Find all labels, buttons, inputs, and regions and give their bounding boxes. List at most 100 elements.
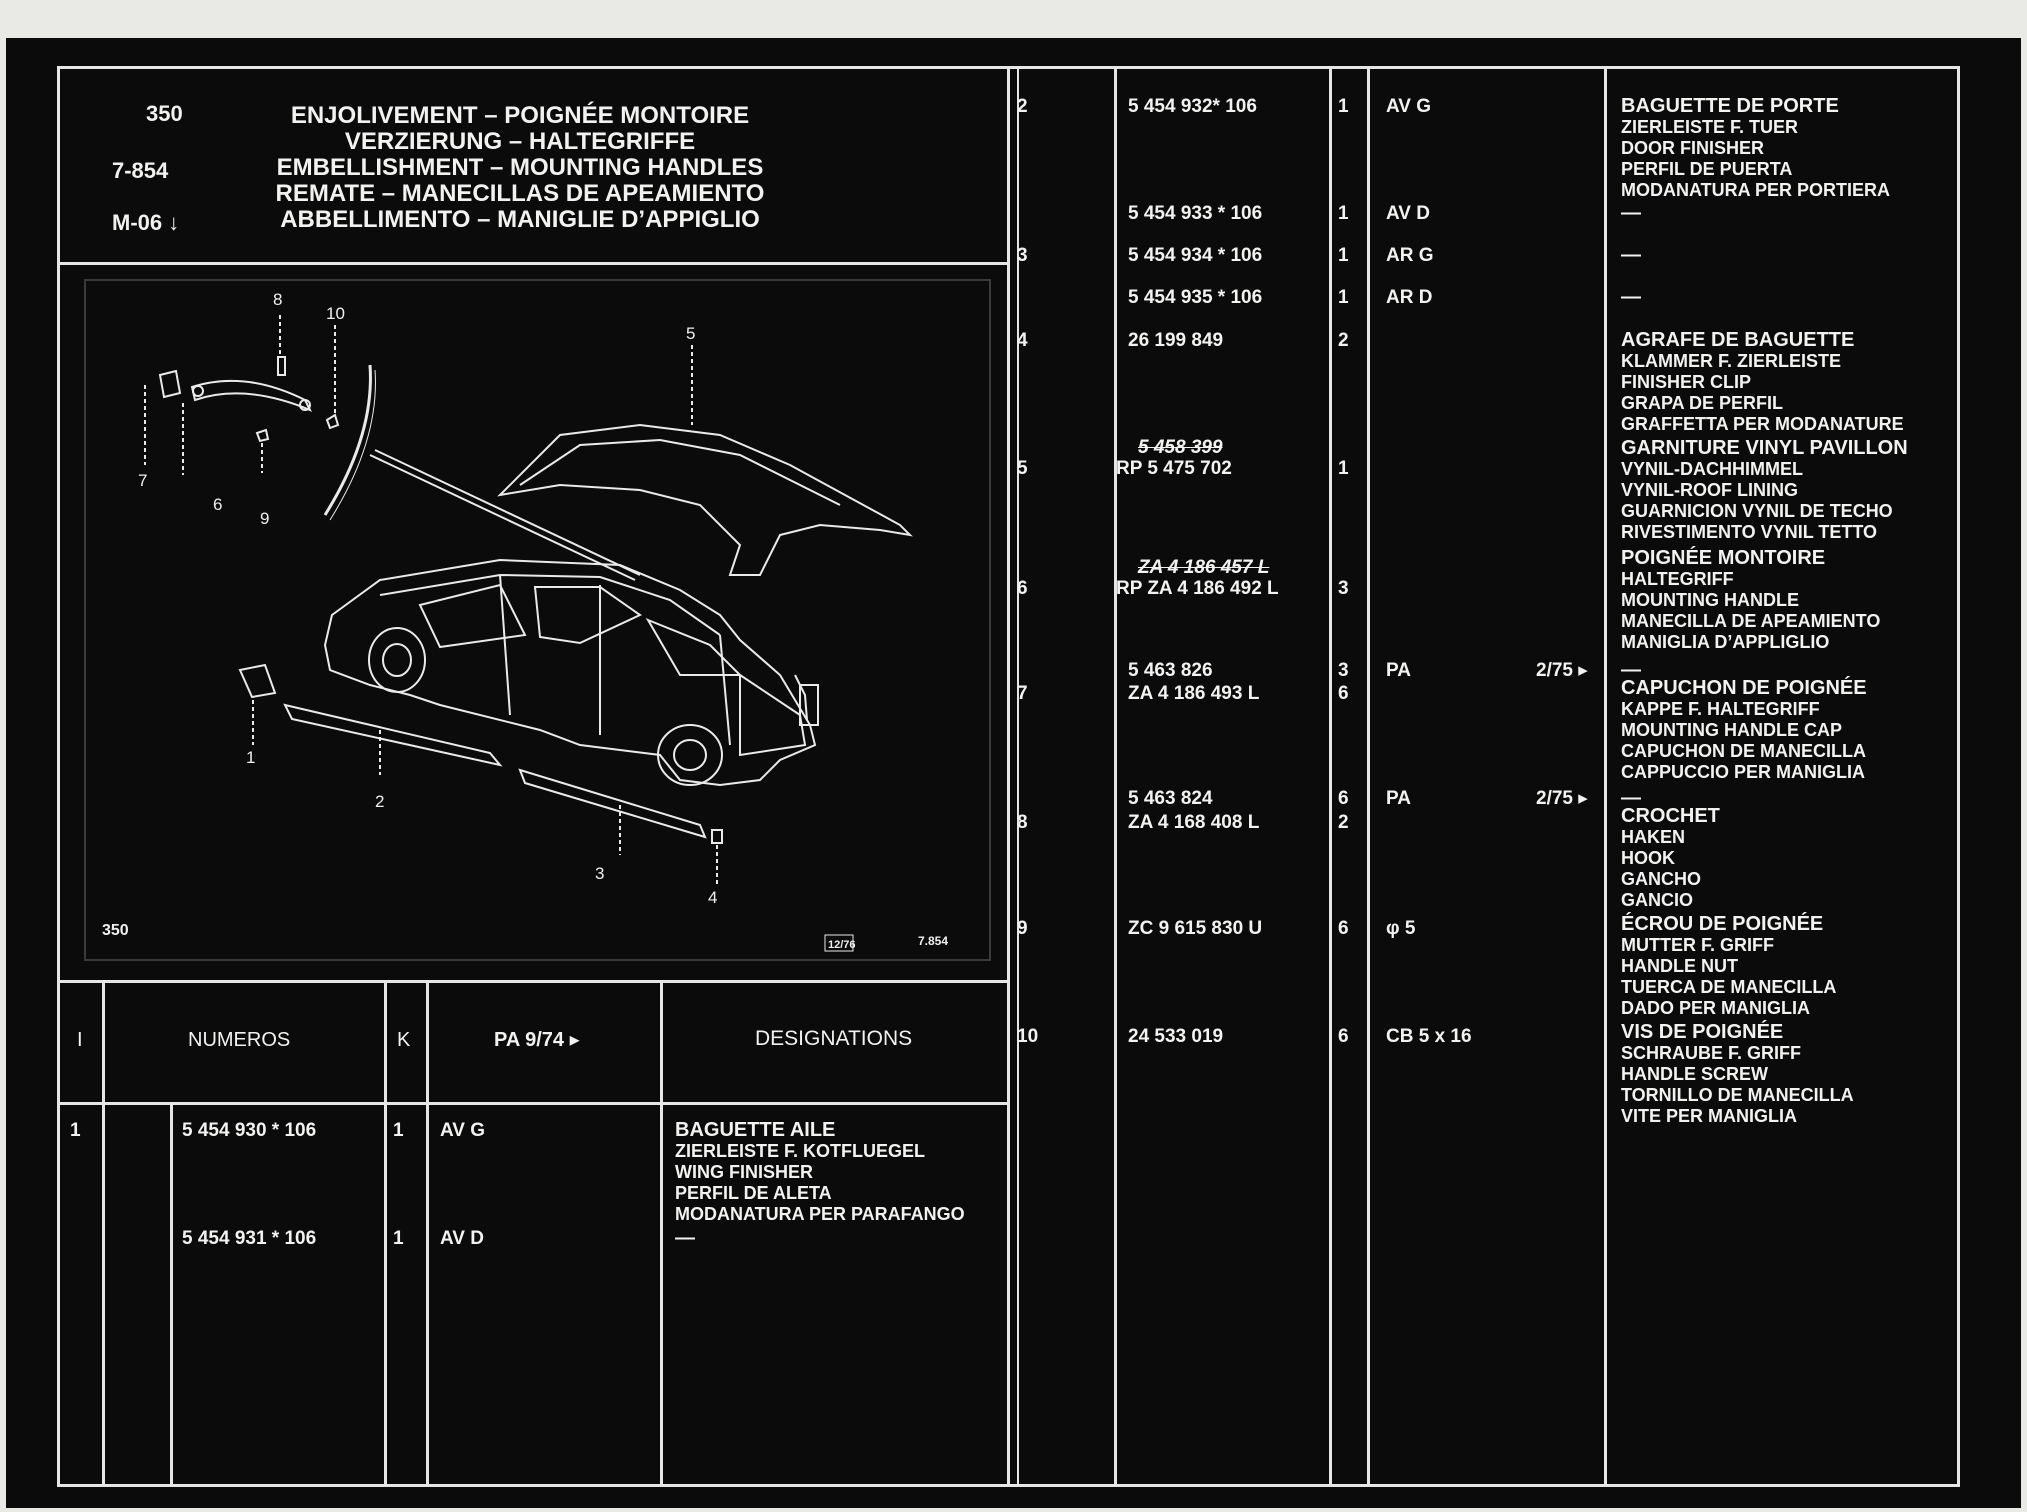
title-fr: ENJOLIVEMENT – POIGNÉE MONTOIRE xyxy=(290,102,750,129)
designation-line: HAKEN xyxy=(1621,827,1686,847)
diagram-corner-labels: 350 12/76 7.854 xyxy=(102,922,948,951)
quantity: 2 xyxy=(1338,812,1349,833)
designation-line: MOUNTING HANDLE xyxy=(1621,590,1799,610)
col-header-k: K xyxy=(397,1029,411,1051)
designation-line: GRAFFETTA PER MODANATURE xyxy=(1621,414,1904,434)
callout-10: 10 xyxy=(326,304,345,323)
designation-line: GARNITURE VINYL PAVILLON xyxy=(1621,437,1908,459)
designation-line: TORNILLO DE MANECILLA xyxy=(1621,1085,1854,1105)
designation: — xyxy=(1621,788,1641,809)
designation-line: DADO PER MANIGLIA xyxy=(1621,998,1810,1018)
part-number: ZA 4 186 493 L xyxy=(1128,683,1260,704)
col-line xyxy=(1329,66,1332,1486)
part-number: 5 454 932* 106 xyxy=(1128,96,1257,117)
frame-right xyxy=(1957,66,1960,1486)
model-code-text: M-06 xyxy=(112,210,163,235)
quantity: 2 xyxy=(1338,330,1349,351)
row-index: 3 xyxy=(1017,245,1028,266)
col-line xyxy=(102,980,105,1486)
title-de: VERZIERUNG – HALTEGRIFFE xyxy=(344,128,696,155)
quantity: 6 xyxy=(1338,788,1349,809)
col-line xyxy=(1007,66,1010,1486)
designation-line: — xyxy=(1621,286,1641,308)
row-index: 2 xyxy=(1017,96,1028,117)
designation-line: ÉCROU DE POIGNÉE xyxy=(1621,913,1824,935)
row-index: 9 xyxy=(1017,918,1028,939)
part-number: 5 463 826 xyxy=(1128,660,1213,681)
designation-line: MOUNTING HANDLE CAP xyxy=(1621,720,1842,740)
quantity: 3 xyxy=(1338,578,1349,599)
position-code: AR G xyxy=(1386,245,1434,266)
quantity: 6 xyxy=(1338,683,1349,704)
part-number: 5 463 824 xyxy=(1128,788,1213,809)
designation: — xyxy=(675,1228,695,1249)
diagram-date-label: 12/76 xyxy=(828,939,856,951)
designation-line: CAPUCHON DE MANECILLA xyxy=(1621,741,1866,761)
callout-7: 7 xyxy=(138,471,147,490)
col-line xyxy=(1367,66,1370,1486)
position-code: PA xyxy=(1386,788,1411,809)
col-header-designations: DESIGNATIONS xyxy=(755,1027,913,1050)
designation-line: GANCIO xyxy=(1621,890,1693,910)
designation-line: VYNIL-ROOF LINING xyxy=(1621,480,1798,500)
row-index: 1 xyxy=(70,1120,81,1141)
designation-line: — xyxy=(1621,659,1641,681)
part-number: ZA 4 168 408 L xyxy=(1128,812,1260,833)
diagram-callouts: 8 10 5 7 6 9 1 2 3 4 xyxy=(138,290,717,907)
col-header-numeros: NUMEROS xyxy=(188,1029,291,1051)
part-number: 5 454 930 * 106 xyxy=(182,1120,317,1141)
designation-line: MODANATURA PER PARAFANGO xyxy=(675,1204,965,1224)
designation-line: — xyxy=(1621,787,1641,809)
frame-left xyxy=(57,66,60,1486)
position-code: φ 5 xyxy=(1386,918,1416,939)
table-top xyxy=(57,980,1007,983)
car-drawing xyxy=(144,315,913,952)
quantity: 1 xyxy=(1338,203,1349,224)
designation-line: VITE PER MANIGLIA xyxy=(1621,1106,1798,1126)
col-line xyxy=(170,1102,173,1486)
designation-line: VIS DE POIGNÉE xyxy=(1621,1021,1784,1043)
designation-line: MODANATURA PER PORTIERA xyxy=(1621,180,1890,200)
designation-line: GRAPA DE PERFIL xyxy=(1621,393,1784,413)
designation-line: RIVESTIMENTO VYNIL TETTO xyxy=(1621,522,1878,542)
callout-6: 6 xyxy=(213,495,222,514)
row-index: 10 xyxy=(1017,1026,1039,1047)
designation-line: HALTEGRIFF xyxy=(1621,569,1734,589)
callout-4: 4 xyxy=(708,888,717,907)
designation-line: GUARNICION VYNIL DE TECHO xyxy=(1621,501,1893,521)
row-index: 6 xyxy=(1017,578,1028,599)
position-code: AV D xyxy=(1386,203,1430,224)
designation-line: KAPPE F. HALTEGRIFF xyxy=(1621,699,1820,719)
quantity: 6 xyxy=(1338,1026,1349,1047)
plate-number: 350 xyxy=(146,101,183,126)
designation-line: DOOR FINISHER xyxy=(1621,138,1765,158)
callout-5: 5 xyxy=(686,324,695,343)
quantity: 1 xyxy=(393,1120,404,1141)
position-code: AV G xyxy=(1386,96,1432,117)
designation-line: WING FINISHER xyxy=(675,1162,813,1182)
effective-date: 2/75 ▸ xyxy=(1536,788,1588,809)
callout-2: 2 xyxy=(375,792,384,811)
designation-line: POIGNÉE MONTOIRE xyxy=(1621,547,1826,569)
row-index: 7 xyxy=(1017,683,1028,704)
designation-line: CAPPUCCIO PER MANIGLIA xyxy=(1621,762,1866,782)
designation-line: HANDLE SCREW xyxy=(1621,1064,1768,1084)
designation: — xyxy=(1621,287,1641,308)
superseded-part-number: ZA 4 186 457 L xyxy=(1138,557,1270,578)
part-number: 5 454 935 * 106 xyxy=(1128,287,1263,308)
designation-line: ZIERLEISTE F. TUER xyxy=(1621,117,1799,137)
col-line xyxy=(1114,66,1117,1486)
col-line xyxy=(1017,66,1019,1486)
quantity: 1 xyxy=(1338,287,1349,308)
title-it: ABBELLIMENTO – MANIGLIE D’APPIGLIO xyxy=(280,206,760,233)
col-line xyxy=(1604,66,1607,1486)
designation-line: AGRAFE DE BAGUETTE xyxy=(1621,329,1855,351)
quantity: 1 xyxy=(393,1228,404,1249)
designation-line: CROCHET xyxy=(1621,805,1720,827)
diagram-plate-label: 350 xyxy=(102,922,129,939)
position-code: CB 5 x 16 xyxy=(1386,1026,1472,1047)
